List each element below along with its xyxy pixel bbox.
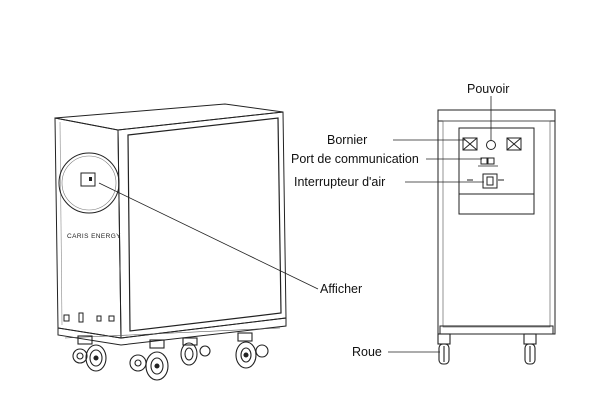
front-icon-a	[63, 314, 70, 322]
cabinet-side-face	[117, 111, 287, 339]
caster-rear-left	[180, 337, 211, 366]
cabinet-rear-view	[437, 109, 556, 335]
leader-display	[98, 182, 319, 290]
air-switch	[482, 173, 498, 189]
rear-outer-frame	[437, 109, 556, 335]
cabinet-front-face	[54, 117, 122, 339]
front-icon-b	[78, 312, 84, 323]
comm-port-2	[487, 157, 495, 165]
front-icon-d	[108, 315, 115, 322]
cabinet-top-face	[54, 103, 284, 131]
rear-control-panel	[458, 127, 535, 215]
power-switch	[486, 140, 496, 150]
label-wheel: Roue	[352, 345, 382, 359]
caster-rear-right	[235, 332, 269, 369]
display-screen-icon	[80, 172, 96, 187]
cabinet-3d-view	[54, 103, 287, 346]
casters-rear	[437, 333, 537, 365]
label-power: Pouvoir	[467, 82, 510, 96]
display-ring-outer	[58, 152, 120, 214]
cabinet-side-panel	[127, 117, 282, 332]
label-terminal: Bornier	[327, 133, 368, 147]
comm-port-1	[480, 157, 488, 165]
cabinet-base	[57, 317, 287, 346]
front-icon-c	[96, 315, 102, 322]
leader-lines	[98, 96, 492, 353]
brand-name: CARIS ENERGY	[67, 233, 121, 240]
rear-inner-frame	[442, 120, 551, 328]
caster-rear-view-right	[523, 333, 537, 365]
caster-rear-view-left	[437, 333, 451, 365]
caster-front-right	[129, 339, 169, 381]
terminal-left	[462, 137, 478, 151]
rear-base	[439, 325, 554, 335]
caster-front-left	[72, 335, 107, 372]
casters-3d	[72, 332, 269, 381]
display-ring-inner	[61, 155, 117, 211]
label-air-switch: Interrupteur d'air	[294, 175, 386, 189]
label-display: Afficher	[320, 282, 363, 296]
terminal-right	[506, 137, 522, 151]
label-comm-port: Port de communication	[291, 152, 419, 166]
